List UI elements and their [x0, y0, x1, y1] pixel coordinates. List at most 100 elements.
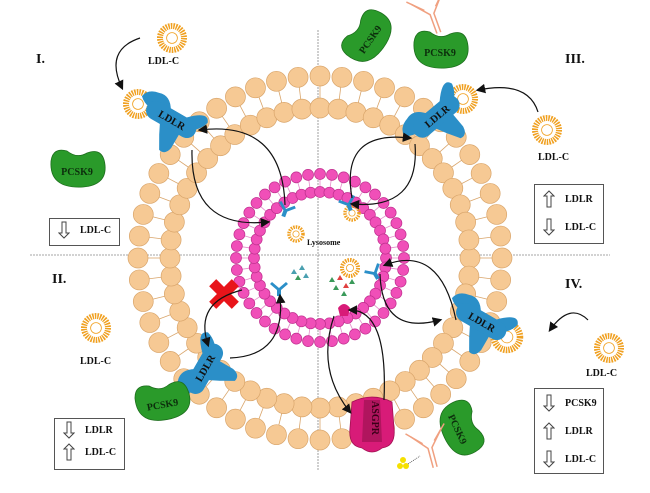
lipid-head	[250, 307, 263, 319]
effect-row: LDLR	[535, 185, 603, 213]
lipid-head	[159, 351, 181, 372]
lipid-head	[139, 312, 161, 333]
degradation-fragment-icon	[349, 279, 355, 284]
lipid-head	[309, 429, 331, 451]
lipid-head	[186, 162, 207, 184]
lipid-head	[409, 359, 430, 381]
antibody-iv	[405, 423, 445, 469]
lipid-head	[291, 98, 313, 120]
pcsk9-protein-i: PCSK9	[50, 149, 106, 188]
endocytosis-arrow-iii	[349, 143, 416, 210]
lipid-head	[256, 107, 278, 129]
ldl-c-particle-icon	[594, 333, 624, 363]
lipid-head	[273, 102, 295, 123]
degradation-fragment-icon	[299, 265, 305, 270]
endocytosis-arrow-ii	[229, 293, 286, 359]
lipid-head	[337, 332, 350, 345]
lipid-head	[132, 291, 154, 312]
pcsk9-protein-iii-bound: PCSK9	[413, 30, 469, 69]
quadrant-numeral-ii: II.	[52, 272, 67, 287]
quadrant-numeral-i: I.	[36, 52, 45, 67]
lipid-head	[230, 252, 242, 264]
effects-box-i: LDL-C	[49, 218, 120, 246]
lipid-head	[384, 297, 397, 310]
lipid-head	[237, 287, 250, 299]
lipid-head	[159, 247, 181, 269]
ldl-binding-arrow-iii	[475, 83, 539, 113]
lipid-head	[455, 211, 476, 233]
effect-row: LDLR	[55, 419, 124, 441]
lipid-head	[470, 163, 492, 184]
effect-label: LDLR	[85, 424, 113, 436]
pcsk9-label: PCSK9	[424, 48, 456, 59]
lipid-head	[394, 86, 415, 108]
lipid-head	[331, 428, 353, 450]
lipid-head	[243, 297, 256, 310]
lipid-head	[290, 171, 303, 184]
ldlr-small-icon	[364, 263, 380, 280]
lipid-head	[379, 114, 401, 136]
lipid-head	[349, 175, 361, 188]
ldl-c-label-i: LDL-C	[148, 56, 180, 67]
down-arrow-icon	[543, 450, 555, 468]
ldl-binding-arrow-iv	[548, 312, 589, 332]
lipid-head	[486, 204, 508, 225]
lipid-head	[132, 204, 154, 225]
effects-box-ii: LDLR LDL-C	[54, 418, 125, 470]
lipid-head	[442, 317, 464, 339]
degradation-fragment-icon	[337, 275, 343, 280]
lipid-head	[314, 168, 326, 180]
lipid-head	[128, 225, 150, 247]
lipid-head	[266, 70, 287, 92]
asgpr-internalization-arrow	[347, 305, 385, 401]
effect-row: LDLR	[535, 417, 603, 445]
lipid-head	[394, 408, 415, 430]
asgpr-recycling-arrow	[327, 315, 352, 414]
lipid-head	[160, 265, 182, 287]
effect-label: LDL-C	[565, 221, 597, 233]
effect-label: PCSK9	[565, 397, 597, 409]
lipid-head	[421, 347, 443, 368]
blocked-arrow-ii	[201, 289, 243, 348]
degradation-fragment-icon	[329, 277, 335, 282]
lipid-head	[413, 397, 434, 419]
degradation-fragment-icon	[343, 283, 349, 288]
recycling-arrow-iii	[349, 132, 413, 199]
up-arrow-icon	[63, 443, 75, 461]
lipid-head	[273, 393, 295, 414]
lipid-head	[206, 97, 227, 119]
lysosome-label: Lysosome	[307, 238, 341, 247]
lipid-head	[349, 328, 361, 341]
quadrant-numeral-iii: III.	[565, 52, 585, 67]
lipid-head	[433, 162, 454, 184]
effect-label: LDL-C	[565, 453, 597, 465]
pcsk9-protein-ii: PCSK9	[134, 381, 191, 421]
lysosome-membrane	[230, 168, 410, 348]
effect-label: LDL-C	[80, 224, 112, 236]
lipid-head	[225, 408, 246, 430]
lipid-head	[359, 322, 372, 335]
lipid-head	[279, 328, 291, 341]
ldlr-small-icon	[278, 200, 296, 218]
asgpr-receptor: ASGPR	[349, 396, 395, 453]
lipid-head	[359, 181, 372, 194]
lipid-head	[309, 65, 331, 87]
effect-row: LDL-C	[50, 219, 119, 241]
ldl-c-particle-icon	[532, 115, 562, 145]
lipid-head	[197, 148, 219, 169]
lipid-head	[459, 144, 481, 165]
lipid-head	[231, 264, 243, 276]
ldl-c-label-iii: LDL-C	[538, 152, 570, 163]
lipid-head	[390, 217, 403, 229]
lipid-head	[491, 247, 513, 269]
lipid-head	[390, 287, 403, 299]
galnac-ligand-icon	[397, 463, 403, 469]
lipid-head	[239, 380, 261, 402]
lipid-head	[486, 291, 508, 312]
lipid-head	[139, 183, 161, 204]
endocytosis-arrow-i	[191, 149, 271, 228]
pcsk9-label: PCSK9	[61, 167, 93, 178]
lipid-head	[327, 396, 349, 418]
asgpr-label: ASGPR	[369, 401, 380, 436]
